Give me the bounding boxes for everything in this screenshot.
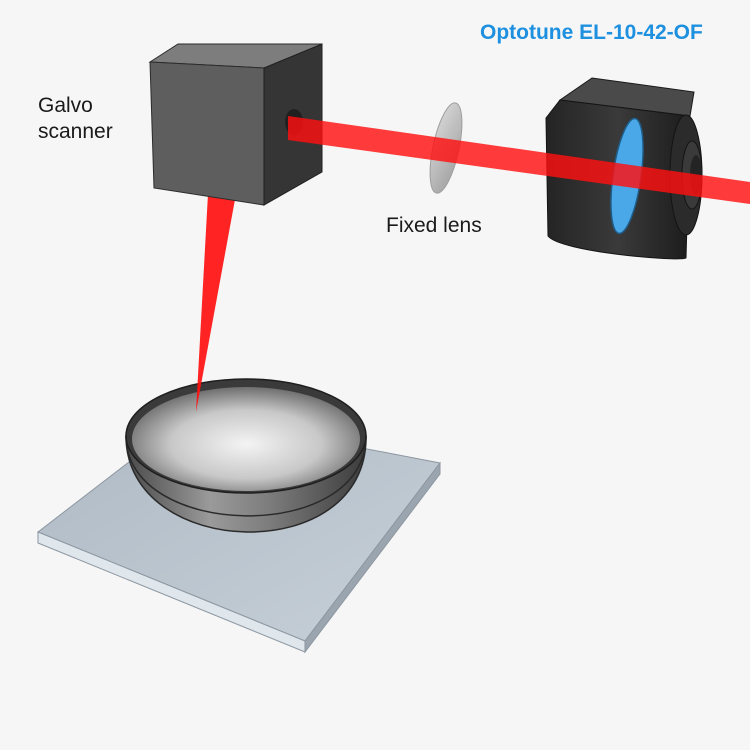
hemisphere-bowl	[125, 378, 367, 533]
laser-beam-horizontal	[288, 116, 750, 204]
galvo-label-line2: scanner	[38, 120, 113, 143]
laser-beam-down	[196, 194, 236, 412]
optotune-label: Optotune EL-10-42-OF	[480, 21, 703, 44]
galvo-scanner-label: Galvo scanner	[38, 93, 178, 145]
fixed-lens-label: Fixed lens	[386, 214, 482, 237]
galvo-label-line1: Galvo	[38, 94, 93, 117]
